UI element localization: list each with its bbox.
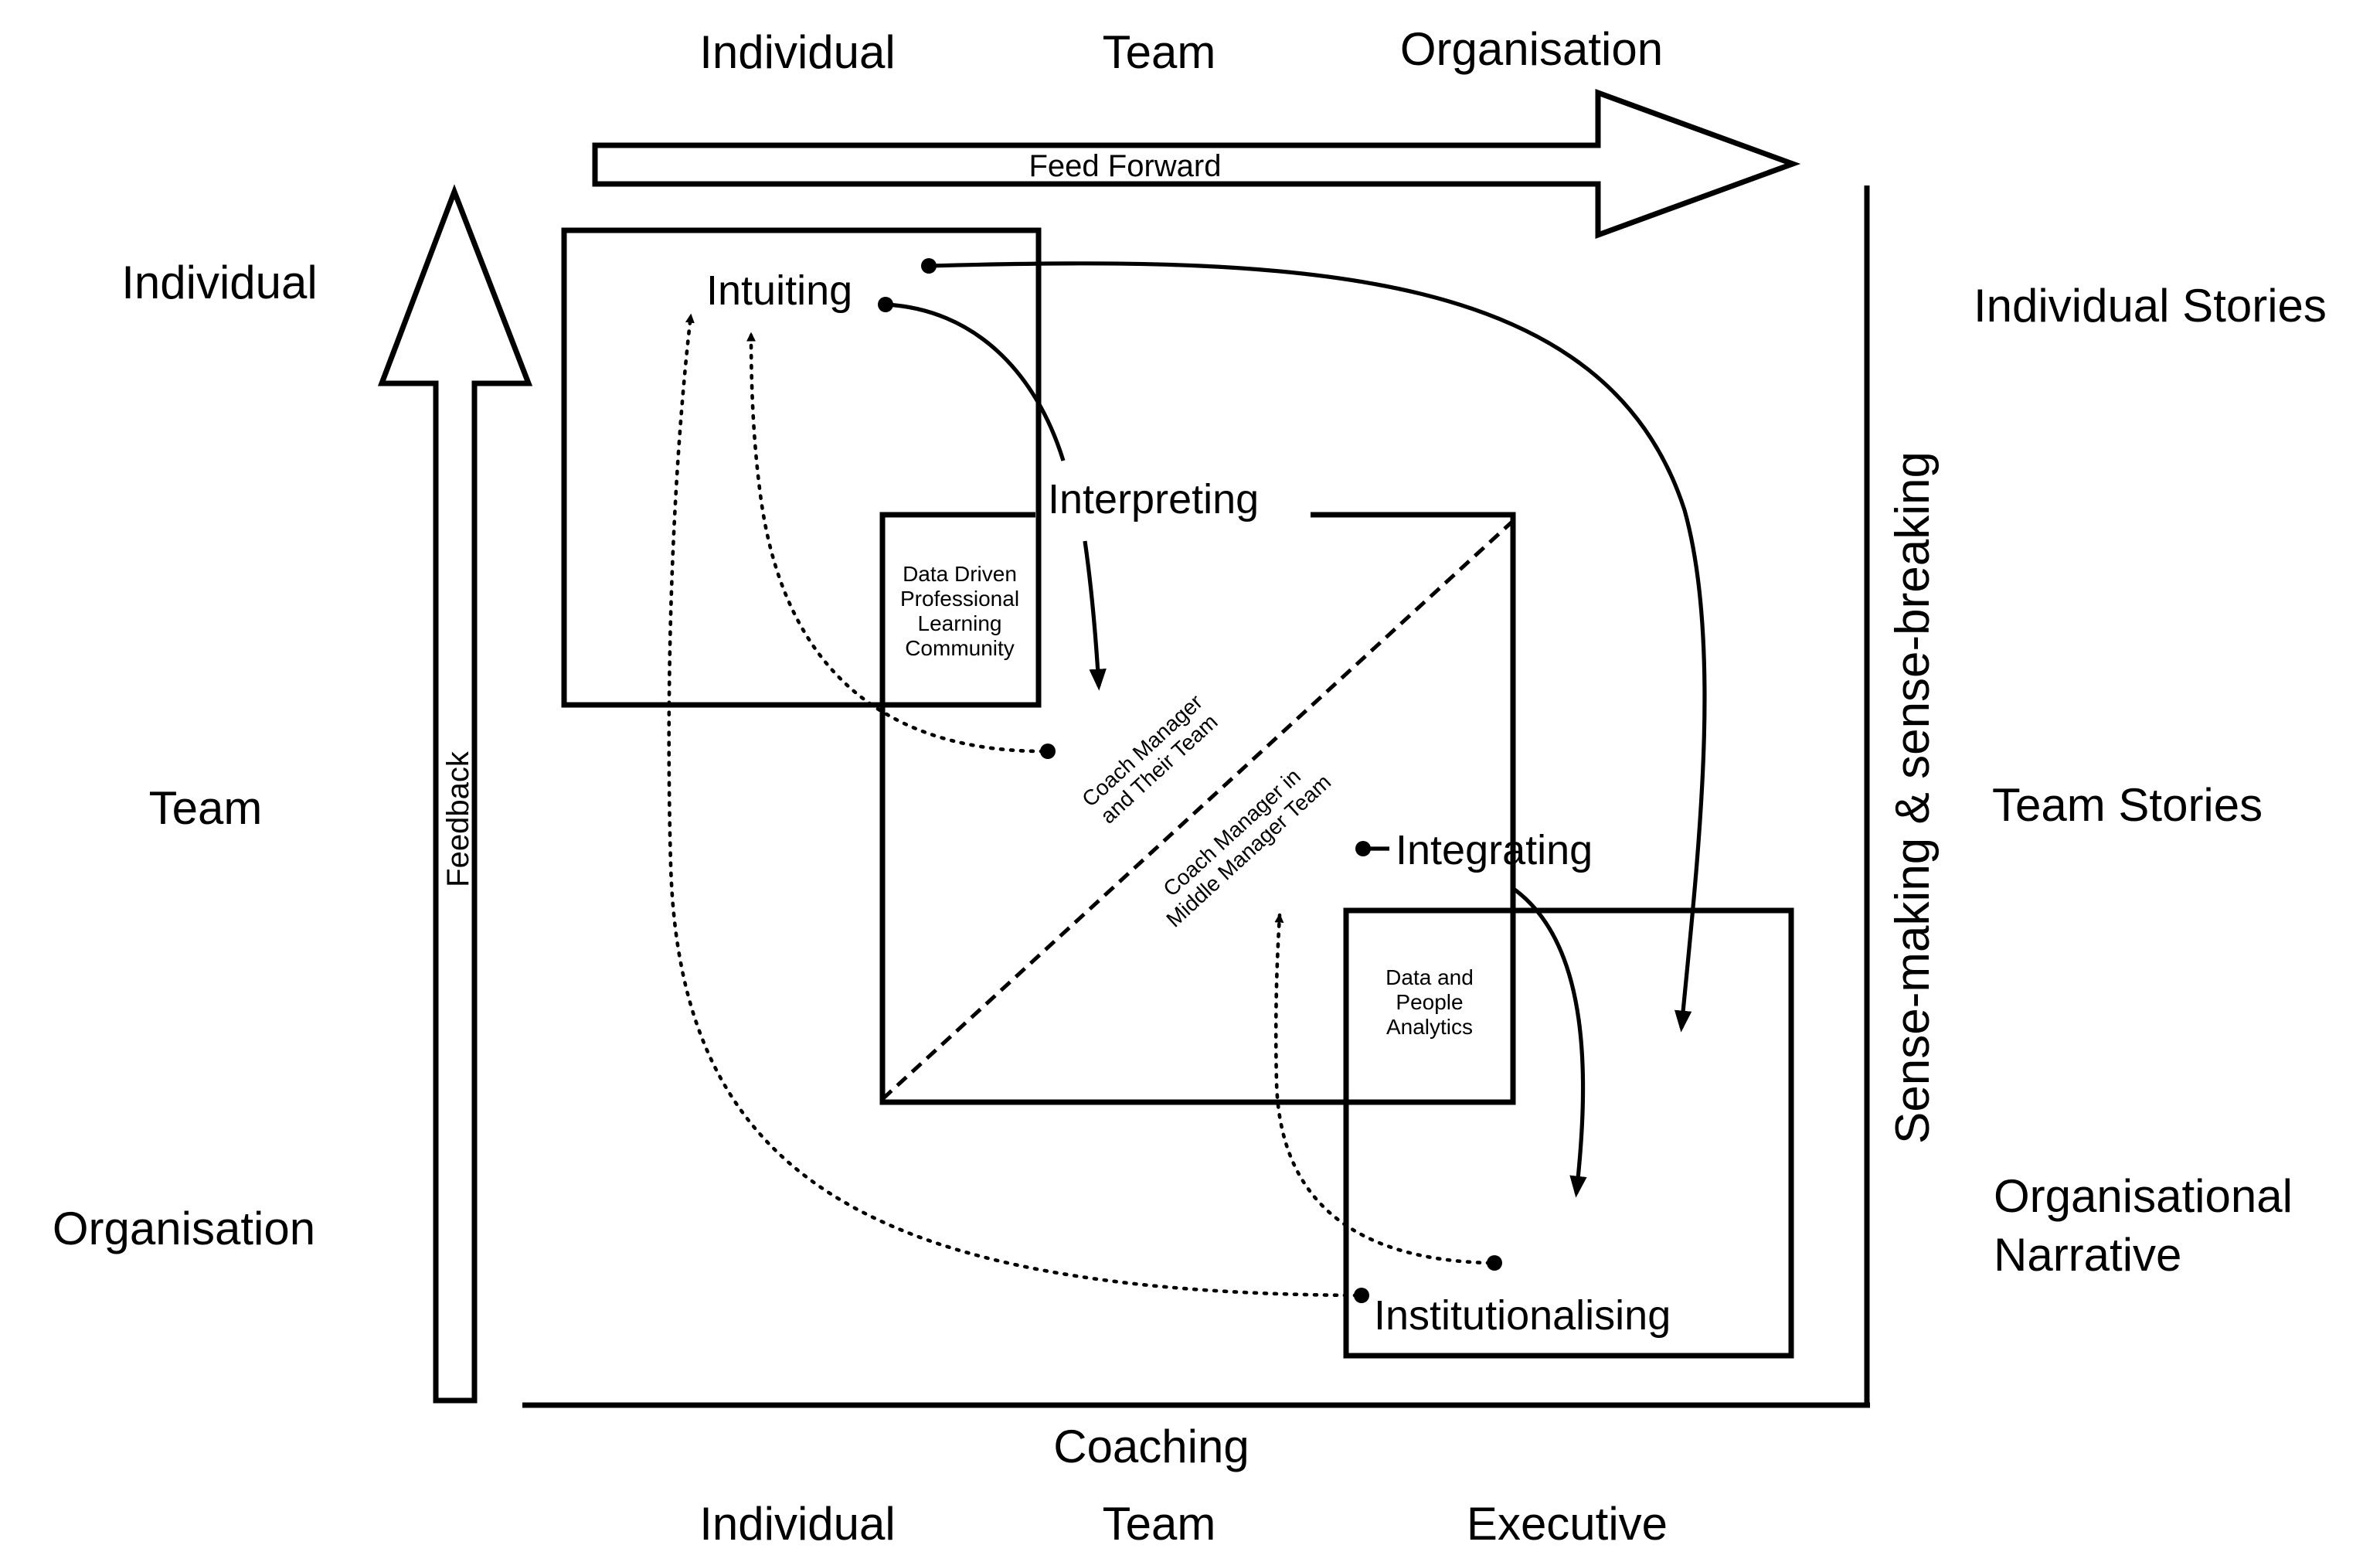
dot-intuiting-top [921, 258, 937, 274]
left-label-team: Team [149, 782, 263, 834]
intuiting-box [561, 227, 1042, 708]
pln-line-3: Learning [918, 611, 1002, 635]
diagonal-dashed-line [881, 519, 1515, 1101]
flow-integrating-to-analytics [1510, 885, 1587, 1198]
stage-institutionalising: Institutionalising [1374, 1292, 1671, 1339]
feed-forward-label: Feed Forward [1029, 149, 1222, 183]
flow-intuiting-to-institutionalising [928, 261, 1707, 1033]
feed-forward-arrow: Feed Forward [592, 88, 1801, 240]
interpreting-box [879, 512, 1516, 1105]
dot-integrating [1355, 841, 1371, 856]
pln-line-1: Data Driven [903, 562, 1017, 586]
analytics-line-3: Analytics [1386, 1015, 1473, 1039]
institutionalising-box [1343, 907, 1794, 1359]
pln-line-2: Professional [900, 587, 1019, 611]
feedback-institutionalising-to-intuiting [667, 313, 1359, 1298]
feedback-team-to-intuiting [746, 332, 1046, 754]
bottom-label-individual: Individual [699, 1498, 896, 1550]
flow-intuiting-to-interpreting [885, 302, 1066, 461]
dot-institutionalising [1354, 1288, 1369, 1303]
right-label-narrative: Narrative [1994, 1229, 2181, 1281]
sense-making-label: Sense-making & sense-breaking [1886, 451, 1940, 1144]
top-label-individual: Individual [699, 26, 896, 78]
top-label-team: Team [1103, 26, 1216, 78]
diagonal-label-middle: Coach Manager in Middle Manager Team [1158, 764, 1335, 932]
feedback-arrow: Feedback [377, 184, 533, 1404]
right-label-organisational: Organisational [1994, 1170, 2293, 1222]
dot-team-feedback [1040, 744, 1056, 759]
pln-line-4: Community [905, 636, 1015, 660]
bottom-title-coaching: Coaching [1053, 1421, 1250, 1472]
analytics-box-label: Data and People Analytics [1386, 965, 1474, 1039]
dot-intuiting [878, 297, 893, 312]
pln-box-label: Data Driven Professional Learning Commun… [900, 562, 1019, 660]
dot-analytics-feedback [1487, 1255, 1502, 1271]
left-label-organisation: Organisation [53, 1203, 315, 1254]
stage-intuiting: Intuiting [706, 267, 852, 314]
left-label-individual: Individual [121, 257, 318, 308]
bottom-label-executive: Executive [1467, 1498, 1668, 1550]
bottom-label-team: Team [1103, 1498, 1216, 1550]
feedback-analytics-to-middle [1273, 913, 1492, 1265]
flow-interpreting-to-team [1083, 540, 1107, 691]
feedback-label: Feedback [441, 750, 475, 887]
stage-interpreting: Interpreting [1048, 476, 1259, 522]
right-label-team-stories: Team Stories [1992, 779, 2263, 831]
right-label-individual-stories: Individual Stories [1974, 280, 2327, 332]
top-label-organisation: Organisation [1400, 23, 1663, 75]
analytics-line-2: People [1396, 990, 1463, 1014]
diagonal-middle-line-2: Middle Manager Team [1161, 770, 1335, 932]
analytics-line-1: Data and [1386, 965, 1474, 989]
stage-integrating: Integrating [1396, 827, 1593, 873]
